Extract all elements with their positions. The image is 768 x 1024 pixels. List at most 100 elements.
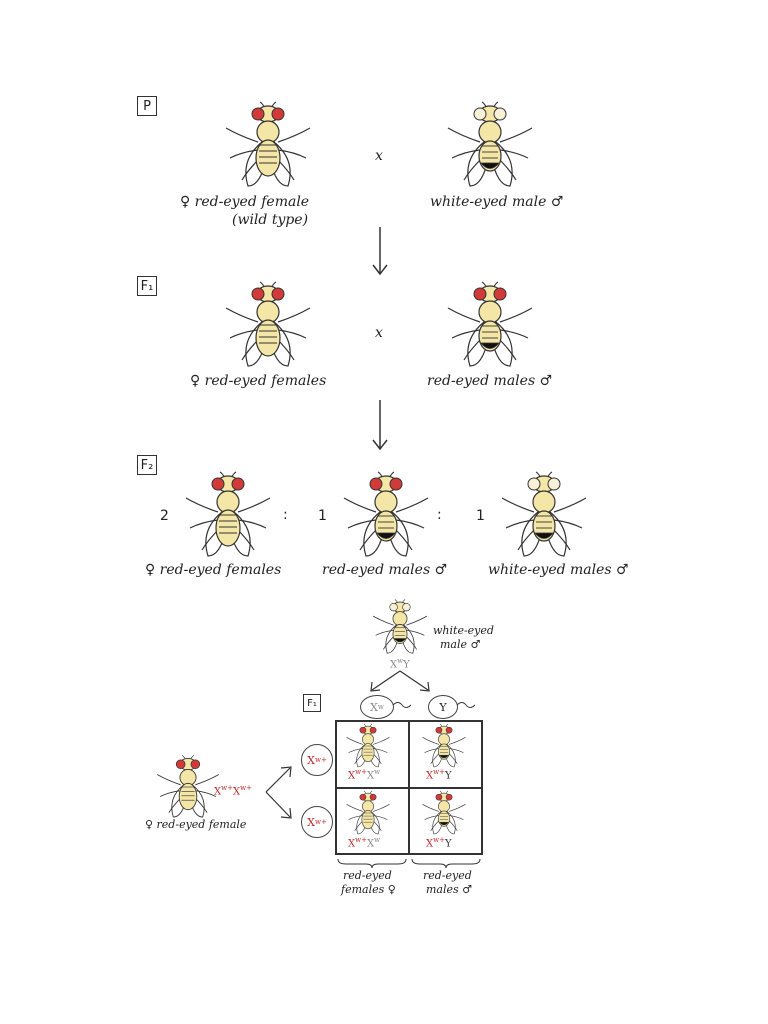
- p-female-label: ♀ red-eyed female: [180, 194, 310, 210]
- fly-leg: [449, 804, 466, 812]
- punnett-bottom-label-left-2: females ♀: [341, 883, 396, 896]
- fly-dark-tail: [376, 532, 396, 539]
- fly-leg: [447, 127, 481, 143]
- fly-leg: [347, 519, 377, 529]
- fly-leg: [346, 737, 363, 745]
- fly-white-eyed-male-f2: [501, 471, 587, 557]
- fly-leg: [449, 748, 464, 753]
- generation-label-f2: F₂: [137, 455, 157, 475]
- f2-label-1: ♀ red-eyed females: [145, 562, 282, 578]
- fly-punnett-red-male-2: [422, 790, 466, 835]
- fly-eye: [369, 793, 377, 801]
- gamete-y-tail: [456, 702, 476, 708]
- fly-abdomen: [361, 743, 375, 763]
- punnett-genotype-top-left: Xw+Xw: [348, 768, 381, 782]
- punnett-male-genotype: XwY: [390, 657, 410, 671]
- fly-leg: [372, 615, 394, 626]
- fly-leg: [195, 790, 217, 797]
- fly-eye: [359, 793, 367, 801]
- punnett-cell-top-left: [336, 721, 409, 788]
- punnett-bottom-label-left-1: red-eyed: [343, 869, 392, 882]
- female-gamete-arrows: [265, 766, 292, 819]
- fly-eye: [175, 759, 186, 770]
- fly-leg: [501, 497, 535, 513]
- fly-eye: [190, 759, 201, 770]
- fly-leg: [159, 790, 181, 797]
- fly-eye: [473, 107, 487, 121]
- punnett-genotype-top-right: Xw+Y: [426, 768, 452, 782]
- fly-leg: [499, 149, 529, 159]
- fly-leg: [348, 815, 363, 820]
- fly-dark-tail: [438, 754, 450, 759]
- fly-eye: [359, 726, 367, 734]
- fly-leg: [505, 519, 535, 529]
- f2-label-2: red-eyed males ♂: [322, 562, 448, 578]
- f2-label-3: white-eyed males ♂: [488, 562, 629, 578]
- fly-thorax: [374, 490, 398, 514]
- punnett-bottom-label-right-2: males ♂: [426, 883, 473, 896]
- fly-leg: [449, 815, 464, 820]
- fly-leg: [395, 497, 429, 513]
- fly-leg: [237, 497, 271, 513]
- fly-punnett-red-female-2: [346, 790, 390, 835]
- punnett-female-label: ♀ red-eyed female: [145, 818, 247, 831]
- fly-eye: [493, 287, 507, 301]
- fly-eye: [547, 477, 561, 491]
- fly-eye: [369, 726, 377, 734]
- p-male-label: white-eyed male ♂: [430, 194, 564, 210]
- fly-leg: [449, 737, 466, 745]
- gamete-bubble-y: Y: [428, 695, 458, 719]
- fly-leg: [373, 748, 388, 753]
- fly-leg: [225, 127, 259, 143]
- fly-leg: [447, 307, 481, 323]
- fly-white-eyed-male-punnett-parent: [372, 599, 428, 654]
- fly-dark-tail: [393, 638, 407, 643]
- fly-leg: [185, 497, 219, 513]
- punnett-cell-top-right: [409, 721, 482, 788]
- bottom-brace-right: [411, 858, 481, 869]
- fly-leg: [237, 519, 267, 529]
- male-gamete-arrows: [370, 670, 430, 692]
- fly-abdomen: [255, 319, 281, 357]
- fly-eye: [402, 603, 411, 612]
- fly-red-eyed-female-f2: [185, 471, 271, 557]
- punnett-female-genotype: Xw+Xw+: [214, 784, 252, 798]
- fly-leg: [424, 815, 439, 820]
- cross-symbol-p: x: [375, 148, 383, 164]
- fly-leg: [553, 497, 587, 513]
- fly-eye: [473, 287, 487, 301]
- fly-eye: [493, 107, 507, 121]
- ratio-count-2: 1: [318, 508, 327, 524]
- fly-leg: [499, 307, 533, 323]
- fly-dark-tail: [438, 821, 450, 826]
- fly-eye: [445, 793, 453, 801]
- fly-thorax: [532, 490, 556, 514]
- down-arrow-p-f1: [372, 227, 388, 276]
- fly-leg: [373, 804, 390, 812]
- fly-abdomen: [255, 139, 281, 177]
- fly-red-eyed-female-f1: [225, 281, 311, 367]
- fly-leg: [375, 629, 394, 636]
- fly-red-eyed-female-p: [225, 101, 311, 187]
- punnett-square: [335, 720, 483, 855]
- fly-red-eyed-female-punnett-parent: [156, 755, 220, 818]
- fly-abdomen: [178, 782, 198, 811]
- punnett-male-parent-label-2: male ♂: [440, 638, 481, 651]
- fly-leg: [189, 519, 219, 529]
- fly-leg: [346, 804, 363, 812]
- punnett-cell-bottom-left: [336, 788, 409, 854]
- fly-leg: [277, 127, 311, 143]
- generation-label-p: P: [137, 96, 157, 116]
- punnett-genotype-bottom-right: Xw+Y: [426, 836, 452, 850]
- ratio-count-3: 1: [476, 508, 485, 524]
- fly-leg: [451, 329, 481, 339]
- ratio-separator-2: :: [437, 507, 442, 523]
- fly-leg: [277, 329, 307, 339]
- fly-thorax: [392, 611, 408, 627]
- fly-leg: [553, 519, 583, 529]
- fly-eye: [527, 477, 541, 491]
- fly-eye: [271, 107, 285, 121]
- fly-eye: [435, 793, 443, 801]
- fly-leg: [406, 629, 425, 636]
